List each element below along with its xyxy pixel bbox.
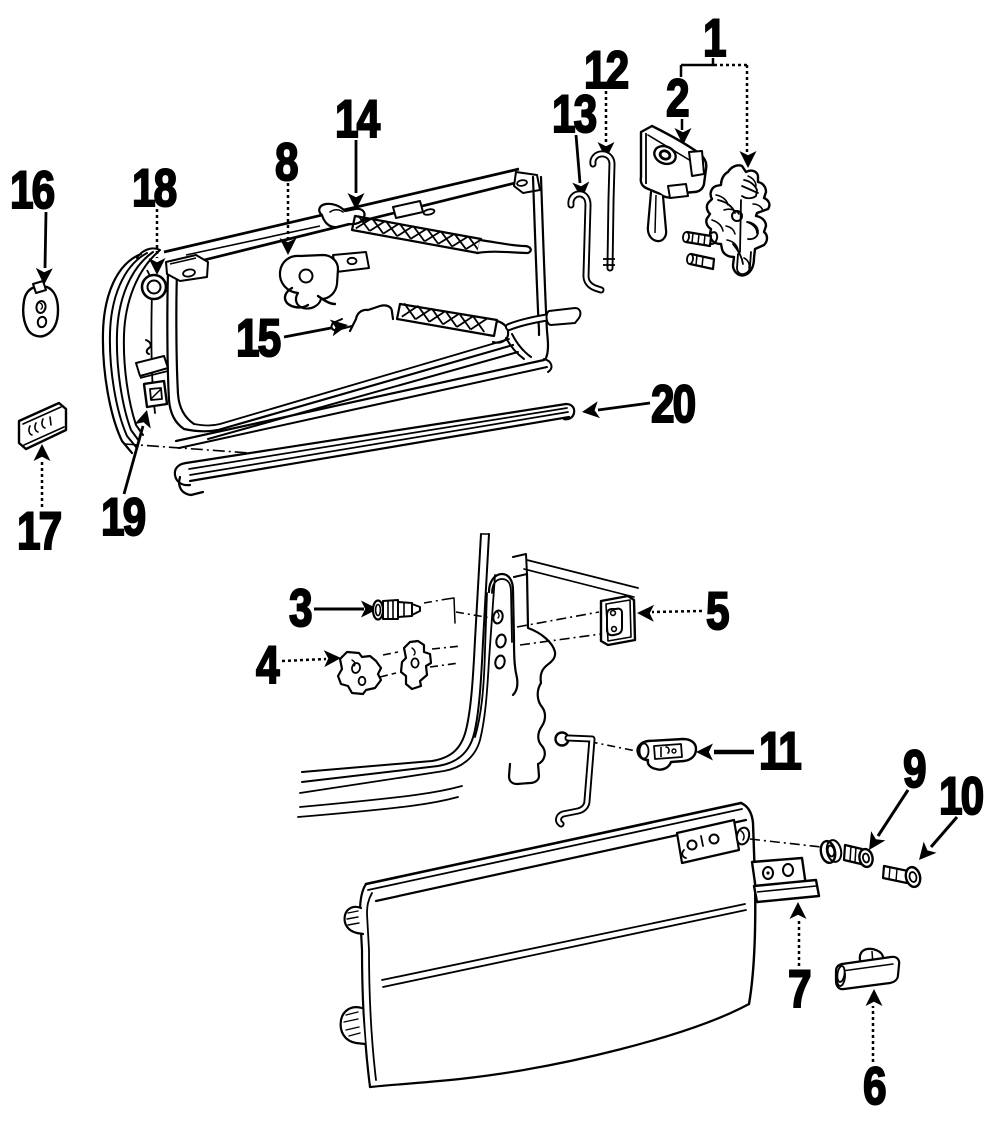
svg-text:19: 19 [101, 489, 145, 548]
svg-text:14: 14 [335, 91, 380, 150]
svg-text:12: 12 [584, 42, 628, 101]
svg-text:7: 7 [788, 961, 810, 1020]
svg-text:11: 11 [759, 723, 801, 782]
svg-text:1: 1 [703, 10, 726, 69]
svg-text:20: 20 [651, 376, 695, 435]
svg-text:17: 17 [17, 503, 61, 562]
svg-text:6: 6 [863, 1058, 885, 1117]
svg-text:5: 5 [706, 583, 729, 642]
svg-text:16: 16 [10, 162, 54, 221]
svg-text:4: 4 [256, 637, 280, 696]
svg-text:10: 10 [939, 768, 983, 827]
svg-text:15: 15 [236, 310, 281, 369]
svg-text:3: 3 [289, 580, 311, 639]
svg-text:9: 9 [903, 741, 925, 800]
svg-text:2: 2 [666, 70, 688, 129]
svg-text:8: 8 [275, 134, 298, 193]
svg-text:13: 13 [552, 86, 596, 145]
svg-text:18: 18 [132, 160, 177, 219]
